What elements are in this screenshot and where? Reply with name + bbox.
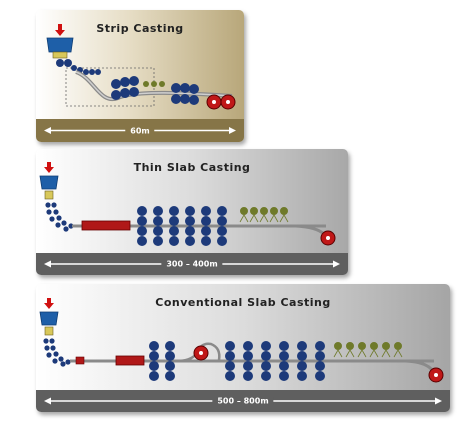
ladle-icon	[39, 311, 59, 326]
roll-stand-icon	[149, 341, 175, 381]
slab-icon	[81, 220, 131, 231]
thin-slab-scene	[39, 162, 336, 246]
roll-stand-icon	[137, 206, 227, 246]
coiler-icon	[320, 230, 336, 246]
tundish-icon	[44, 326, 54, 336]
cooling-spray-icon	[143, 81, 165, 87]
coiler-icon	[206, 94, 236, 110]
thin-slab-casting-title: Thin Slab Casting	[133, 161, 251, 174]
coiler-icon	[193, 345, 209, 361]
slab-icon	[115, 355, 145, 366]
pour-arrow-icon	[55, 24, 65, 36]
thin-slab-length-label: 300 – 400m	[161, 259, 223, 269]
twin-roll-caster	[56, 59, 101, 75]
thin-slab-length-bar: 300 – 400m	[36, 253, 348, 275]
strip-casting-panel: Strip Casting	[36, 10, 244, 142]
coiler-icon	[428, 367, 444, 383]
conventional-length-bar: 500 – 800m	[36, 390, 450, 412]
strip-casting-scene	[46, 24, 236, 110]
strip-length-label: 60m	[125, 126, 155, 135]
ladle-icon	[39, 175, 59, 190]
conventional-length-label: 500 – 800m	[212, 396, 274, 406]
strand-guide-rolls	[45, 202, 74, 232]
conventional-slab-scene	[39, 298, 444, 383]
conventional-slab-casting-title: Conventional Slab Casting	[155, 296, 331, 309]
slab-cut-icon	[75, 356, 85, 365]
conventional-slab-casting-panel: Conventional Slab Casting	[36, 284, 450, 412]
ladle-icon	[46, 37, 74, 53]
roll-stand-icon	[111, 76, 139, 100]
tundish-icon	[52, 51, 68, 59]
strip-casting-title: Strip Casting	[96, 22, 184, 35]
roll-stand-icon	[225, 341, 325, 381]
tundish-icon	[44, 190, 54, 200]
strand-guide-rolls	[43, 338, 71, 367]
cooling-spray-icon	[239, 207, 289, 223]
pour-arrow-icon	[44, 298, 54, 309]
cooling-spray-icon	[333, 342, 403, 358]
thin-slab-casting-panel: Thin Slab Casting	[36, 149, 348, 275]
pour-arrow-icon	[44, 162, 54, 173]
strip-length-bar: 60m	[36, 119, 244, 142]
roll-stand-icon	[171, 83, 199, 105]
dashed-outline	[65, 67, 155, 107]
